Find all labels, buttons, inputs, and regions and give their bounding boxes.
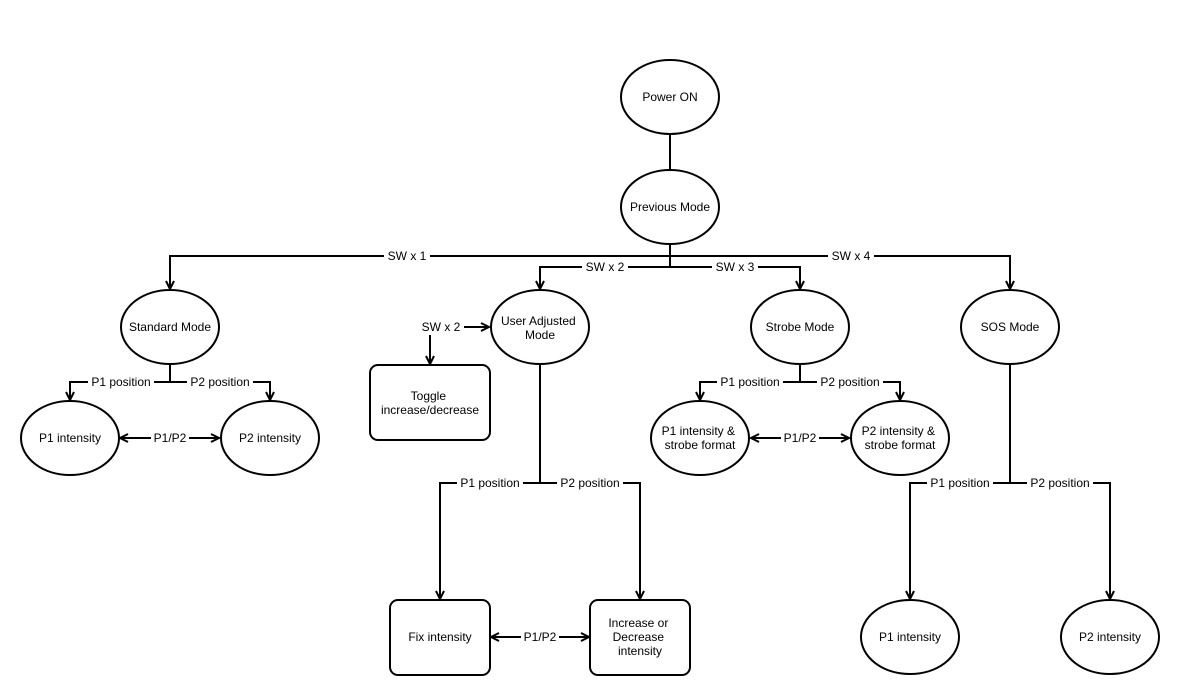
node-standard-mode: Standard Mode [120,289,220,365]
node-strobe-p2-line-1: P2 intensity & [862,424,935,438]
node-strobe-p2: P2 intensity & strobe format [850,400,950,476]
label-sw-x4: SW x 4 [832,249,871,263]
label-sw-x3: SW x 3 [716,260,755,274]
node-user-adjusted-line-2: Mode [525,328,555,342]
edge-sos-p1 [910,482,1010,599]
node-power-on: Power ON [620,59,720,135]
node-power-on-label: Power ON [642,90,697,104]
label-strobe-p2-position: P2 position [820,375,879,389]
label-std-p1p2: P1/P2 [154,431,187,445]
node-strobe-p2-label: P2 intensity & strobe format [862,424,939,452]
label-ua-p2-position: P2 position [560,476,619,490]
node-std-p1-intensity-label: P1 intensity [39,431,101,445]
node-sos-p1-intensity-label: P1 intensity [879,630,941,644]
label-sw-x1: SW x 1 [388,249,427,263]
node-increase-decrease-line-1: Increase or [608,616,668,630]
node-user-adjusted-mode-label: User Adjusted Mode [501,314,579,342]
edge-sos-p2 [1010,482,1110,599]
node-fix-intensity-label: Fix intensity [408,630,471,644]
label-std-p2-position: P2 position [190,375,249,389]
node-user-adjusted-line-1: User Adjusted [501,314,576,328]
label-ua-p1-position: P1 position [460,476,519,490]
node-toggle-line-2: increase/decrease [381,403,479,417]
node-strobe-p1-line-1: P1 intensity & [662,424,735,438]
node-strobe-p1-label: P1 intensity & strobe format [662,424,739,452]
node-sos-mode-label: SOS Mode [981,320,1040,334]
edge-ua-p2 [540,482,640,599]
node-sos-mode: SOS Mode [960,289,1060,365]
node-increase-decrease: Increase or Decrease intensity [589,599,691,676]
node-toggle-line-1: Toggle [411,389,447,403]
node-increase-decrease-line-3: intensity [618,644,662,658]
node-strobe-p2-line-2: strobe format [865,438,936,452]
label-ua-p1p2: P1/P2 [524,630,557,644]
node-user-adjusted-mode: User Adjusted Mode [490,289,590,365]
nodes: Power ON Previous Mode Standard Mode Use… [20,59,1160,676]
node-previous-mode-label: Previous Mode [630,200,710,214]
node-strobe-mode-label: Strobe Mode [766,320,835,334]
node-std-p2-intensity: P2 intensity [220,400,320,476]
node-sos-p2-intensity-label: P2 intensity [1079,630,1141,644]
node-toggle-label: Toggle increase/decrease [381,389,479,417]
node-toggle: Toggle increase/decrease [369,364,491,441]
node-strobe-p1-line-2: strobe format [665,438,736,452]
node-sos-p2-intensity: P2 intensity [1060,599,1160,675]
edge-ua-p1 [440,482,540,599]
edge-labels: SW x 1 SW x 4 SW x 2 SW x 3 SW x 2 P1 po… [88,248,1093,645]
label-strobe-p1p2: P1/P2 [784,431,817,445]
node-increase-decrease-label: Increase or Decrease intensity [608,616,671,658]
node-sos-p1-intensity: P1 intensity [860,599,960,675]
label-std-p1-position: P1 position [91,375,150,389]
node-standard-mode-label: Standard Mode [129,320,211,334]
label-sos-p2-position: P2 position [1030,476,1089,490]
node-strobe-mode: Strobe Mode [750,289,850,365]
edge-sw4 [670,255,1010,289]
node-fix-intensity: Fix intensity [389,599,491,676]
edge-sw1 [170,255,670,289]
node-increase-decrease-line-2: Decrease [613,630,665,644]
label-sos-p1-position: P1 position [930,476,989,490]
label-sw-x2: SW x 2 [586,260,625,274]
label-strobe-p1-position: P1 position [720,375,779,389]
label-sw-x2-loop: SW x 2 [422,320,461,334]
node-previous-mode: Previous Mode [620,169,720,245]
node-strobe-p1: P1 intensity & strobe format [650,400,750,476]
node-std-p1-intensity: P1 intensity [20,400,120,476]
node-std-p2-intensity-label: P2 intensity [239,431,301,445]
